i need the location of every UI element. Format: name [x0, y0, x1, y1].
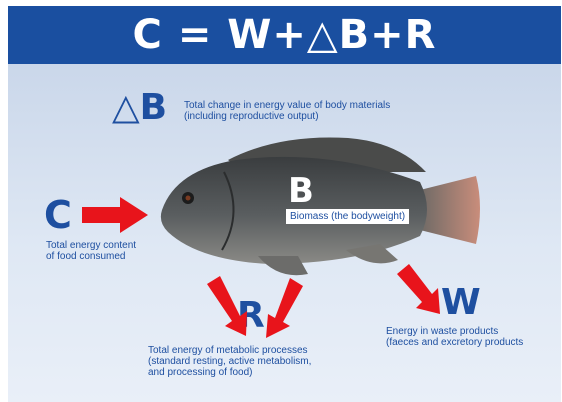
r-right-arrow — [266, 278, 303, 338]
w-arrow — [397, 264, 440, 314]
r-left-arrow — [207, 276, 247, 336]
c-to-fish-arrow — [82, 197, 148, 233]
